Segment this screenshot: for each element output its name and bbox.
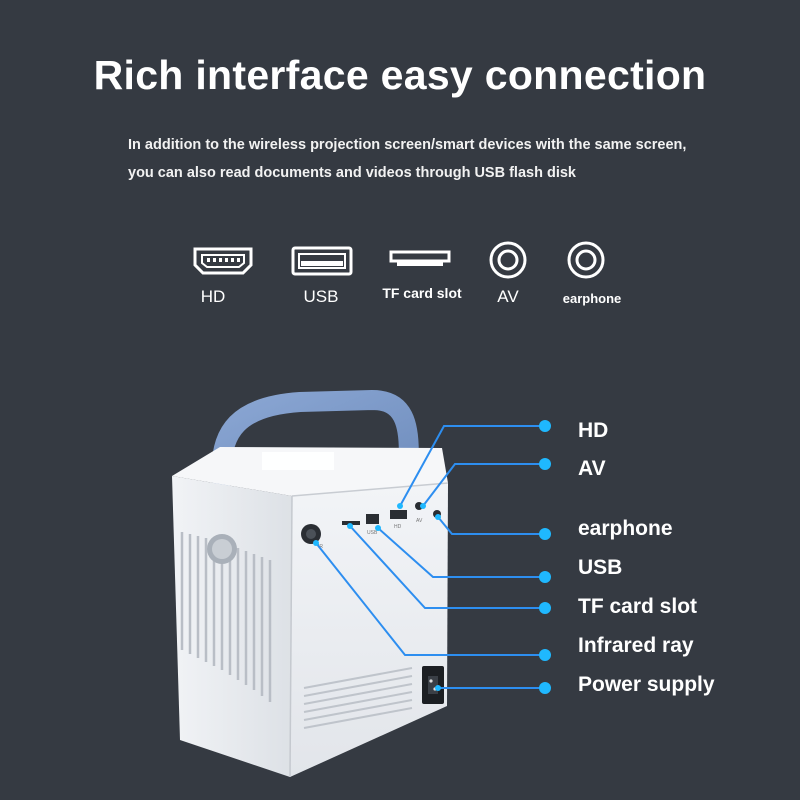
callout-label-usb: USB <box>578 556 623 579</box>
callout-line-infrared-ray <box>315 542 545 656</box>
legend-label-av: AV <box>497 287 519 306</box>
ir-port-label: IR <box>318 544 323 550</box>
callout-label-av: AV <box>578 457 606 480</box>
usb-port-label: USB <box>367 530 378 536</box>
hdmi-port-icon <box>193 247 253 275</box>
callout-dot-power-supply <box>539 682 551 694</box>
callout-dot-tf-card-slot <box>539 602 551 614</box>
page-title: Rich interface easy connection <box>93 52 707 98</box>
callout-line-usb <box>377 527 545 578</box>
callout-dot-av <box>539 458 551 470</box>
earphone-jack-icon <box>567 241 605 279</box>
usb-port-icon <box>291 246 353 276</box>
callout-dot-usb <box>539 571 551 583</box>
legend-label-earphone: earphone <box>562 291 622 306</box>
legend-label-usb: USB <box>303 287 339 306</box>
tf-card-slot-port <box>342 521 360 525</box>
hdmi-port <box>390 510 407 519</box>
hd-port-label: HD <box>394 524 402 530</box>
usb-port <box>366 514 379 524</box>
infrared-sensor <box>301 524 321 544</box>
callout-dot-hd <box>539 420 551 432</box>
callout-dot-earphone <box>539 528 551 540</box>
callout-dots <box>539 420 551 694</box>
callout-label-earphone: earphone <box>578 517 673 540</box>
av-port-icon <box>489 241 527 279</box>
callout-label-tf-card-slot: TF card slot <box>578 595 698 618</box>
callout-label-infrared-ray: Infrared ray <box>578 634 694 657</box>
front-vents <box>303 667 413 729</box>
callout-lines <box>315 425 545 689</box>
device-top <box>172 447 448 496</box>
device-left-side <box>172 476 292 777</box>
description-line-2: you can also read documents and videos t… <box>128 165 576 181</box>
description: In addition to the wireless projection s… <box>128 131 768 187</box>
callout-label-hd: HD <box>578 419 609 442</box>
carry-handle <box>211 389 419 490</box>
handle-knob <box>207 534 237 564</box>
description-line-1: In addition to the wireless projection s… <box>128 137 687 153</box>
callout-line-av <box>422 463 545 507</box>
callout-line-earphone <box>437 516 545 535</box>
callout-dot-infrared-ray <box>539 649 551 661</box>
legend-label-hd: HD <box>200 287 226 306</box>
legend-label-tf-card-slot: TF card slot <box>382 285 462 301</box>
callout-label-power-supply: Power supply <box>578 673 715 696</box>
av-port-label: AV <box>416 518 423 524</box>
callout-line-hd <box>399 425 545 507</box>
power-supply-socket <box>422 666 444 704</box>
callout-line-tf-card-slot <box>349 525 545 609</box>
tf-card-slot-icon <box>389 250 451 266</box>
